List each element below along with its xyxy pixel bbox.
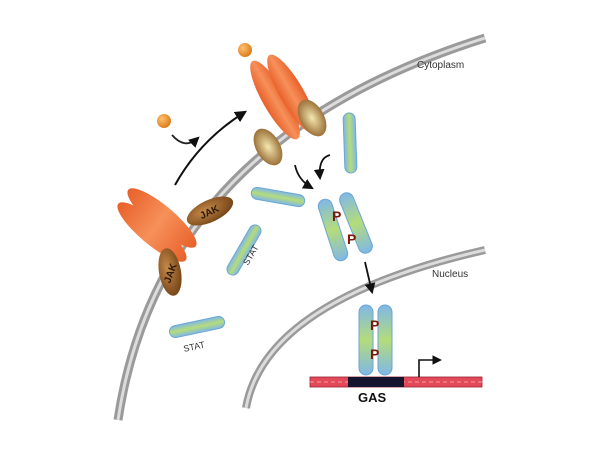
transcription-arrow xyxy=(418,355,442,377)
jak-kinase xyxy=(186,196,234,226)
nuclear-membrane xyxy=(242,246,486,409)
gas-label: GAS xyxy=(358,390,387,405)
stat-dimer-phosphorylated: P P xyxy=(317,192,373,262)
cytoplasm-label: Cytoplasm xyxy=(417,60,464,71)
cell-membrane xyxy=(113,33,487,421)
ligand-bound xyxy=(238,43,252,57)
receptor-chain xyxy=(127,188,197,248)
dna-strand xyxy=(309,376,483,388)
active-receptor-complex xyxy=(238,43,331,190)
nucleus-label: Nucleus xyxy=(432,269,468,280)
phospho-label: P xyxy=(347,231,356,247)
phosphorylation-arrow xyxy=(313,154,331,181)
ligand-free xyxy=(157,114,171,128)
inactive-receptor-complex: JAK JAK xyxy=(117,188,234,296)
jak-kinase-active xyxy=(253,128,283,166)
phospho-label: P xyxy=(332,208,341,224)
phosphorylation-arrow xyxy=(294,164,314,190)
activation-arrow xyxy=(174,110,248,186)
receptor-chain xyxy=(117,202,187,262)
stat-protein: STAT xyxy=(168,315,226,354)
stat-protein xyxy=(342,112,358,174)
jak-kinase-active xyxy=(297,99,327,137)
translocation-arrow xyxy=(364,261,376,295)
stat-dimer-nuclear: P P xyxy=(358,304,393,376)
ligand-binding-arrow xyxy=(171,134,200,148)
stat-protein xyxy=(250,186,306,208)
receptor-chain xyxy=(250,60,300,140)
gas-site xyxy=(348,377,404,387)
phospho-label: P xyxy=(370,317,379,333)
stat-protein: STAT xyxy=(226,224,262,276)
phospho-label: P xyxy=(370,346,379,362)
jak-kinase xyxy=(158,248,182,296)
stat-label: STAT xyxy=(182,339,206,353)
